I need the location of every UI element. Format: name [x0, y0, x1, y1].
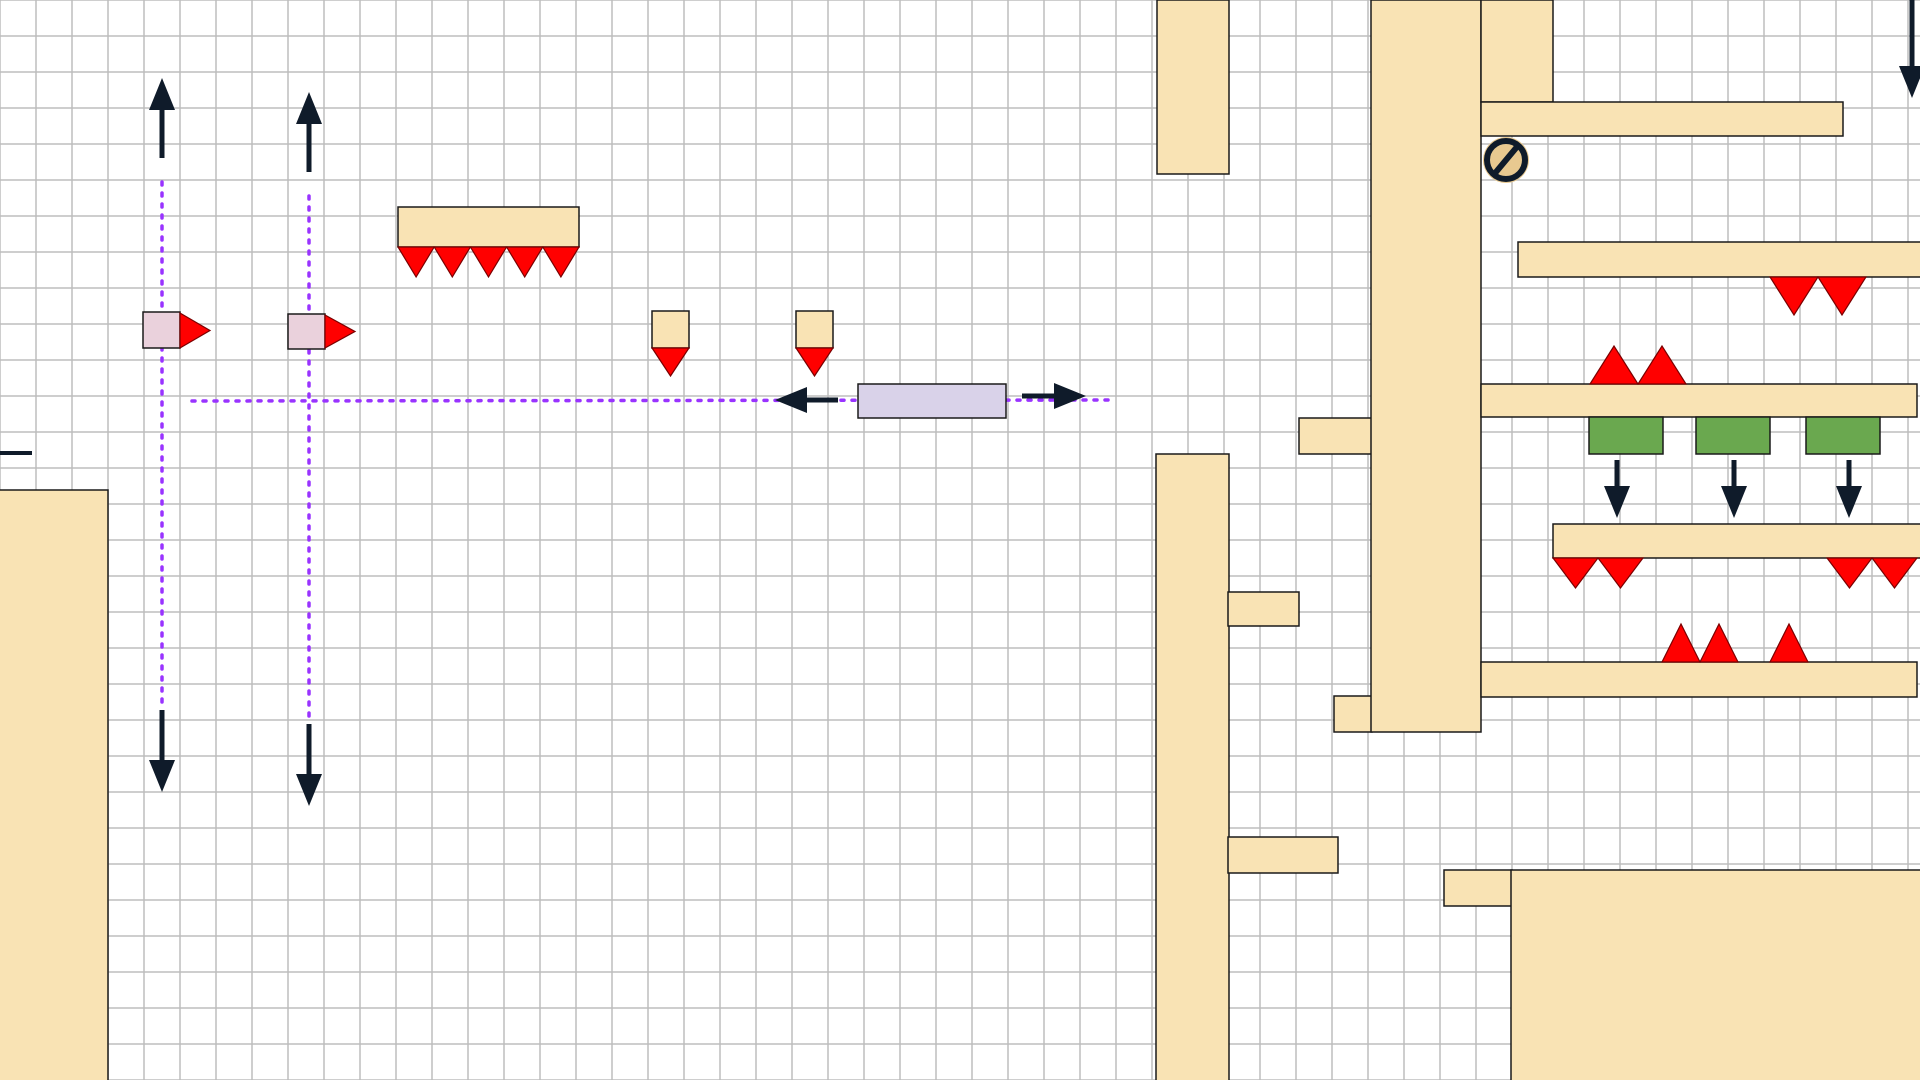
spike-down-icon: [1872, 558, 1917, 588]
spike-up-icon: [1770, 624, 1808, 662]
platform-spiked-ceiling[interactable]: [398, 207, 579, 247]
step-bottom[interactable]: [1444, 870, 1512, 906]
arrow-head: [296, 774, 322, 806]
spike-down-icon: [1827, 558, 1872, 588]
shelf-4[interactable]: [1553, 524, 1920, 558]
trigger-block-2[interactable]: [1696, 417, 1770, 454]
ledge-2[interactable]: [1228, 837, 1338, 873]
falling-block-2[interactable]: [796, 311, 833, 348]
arrow-head: [149, 78, 175, 110]
arrow-up-icon: [296, 92, 322, 172]
arrow-right-icon: [1022, 383, 1086, 409]
tower-top-ext[interactable]: [1481, 0, 1553, 102]
spike-right-icon: [180, 313, 210, 348]
arrow-head: [1899, 66, 1920, 98]
arrow-head: [1054, 383, 1086, 409]
spike-up-icon: [1638, 346, 1686, 384]
shelf-3[interactable]: [1481, 384, 1917, 417]
spike-down-icon: [434, 247, 470, 277]
ledge-4[interactable]: [1334, 696, 1372, 732]
arrow-down-icon: [1899, 0, 1920, 98]
spike-down-icon: [1818, 277, 1866, 315]
arrow-down-icon: [296, 724, 322, 806]
spike-down-icon: [1553, 558, 1598, 588]
spike-down-icon: [507, 247, 543, 277]
moving-platform-horizontal[interactable]: [858, 384, 1006, 418]
arrow-head: [775, 387, 807, 413]
arrow-head: [1604, 486, 1630, 518]
floor-right[interactable]: [1511, 870, 1920, 1080]
trigger-block-1[interactable]: [1589, 417, 1663, 454]
arrow-up-icon: [149, 78, 175, 158]
ledge-3[interactable]: [1299, 418, 1372, 454]
spike-up-icon: [1700, 624, 1738, 662]
shelf-1[interactable]: [1481, 102, 1843, 136]
tower-main[interactable]: [1371, 0, 1481, 732]
arrow-head: [149, 760, 175, 792]
falling-block-1[interactable]: [652, 311, 689, 348]
spike-up-icon: [1590, 346, 1638, 384]
spike-down-icon: [398, 247, 434, 277]
shelf-2[interactable]: [1518, 242, 1920, 277]
pillar-bottom[interactable]: [1156, 454, 1229, 1080]
spike-down-icon: [543, 247, 579, 277]
arrow-head: [1836, 486, 1862, 518]
moving-block-vertical-2[interactable]: [288, 314, 325, 349]
platform-left-wall[interactable]: [0, 490, 108, 1080]
moving-block-vertical-1[interactable]: [143, 312, 180, 348]
spike-down-icon: [1598, 558, 1643, 588]
trigger-block-3[interactable]: [1806, 417, 1880, 454]
spike-down-icon: [1770, 277, 1818, 315]
ledge-1[interactable]: [1228, 592, 1299, 626]
arrow-head: [1721, 486, 1747, 518]
arrow-down-icon: [149, 710, 175, 792]
spike-right-icon: [325, 315, 355, 348]
spike-up-icon: [1662, 624, 1700, 662]
shelf-5[interactable]: [1481, 662, 1917, 697]
pillar-top[interactable]: [1157, 0, 1229, 174]
spike-down-icon: [470, 247, 506, 277]
